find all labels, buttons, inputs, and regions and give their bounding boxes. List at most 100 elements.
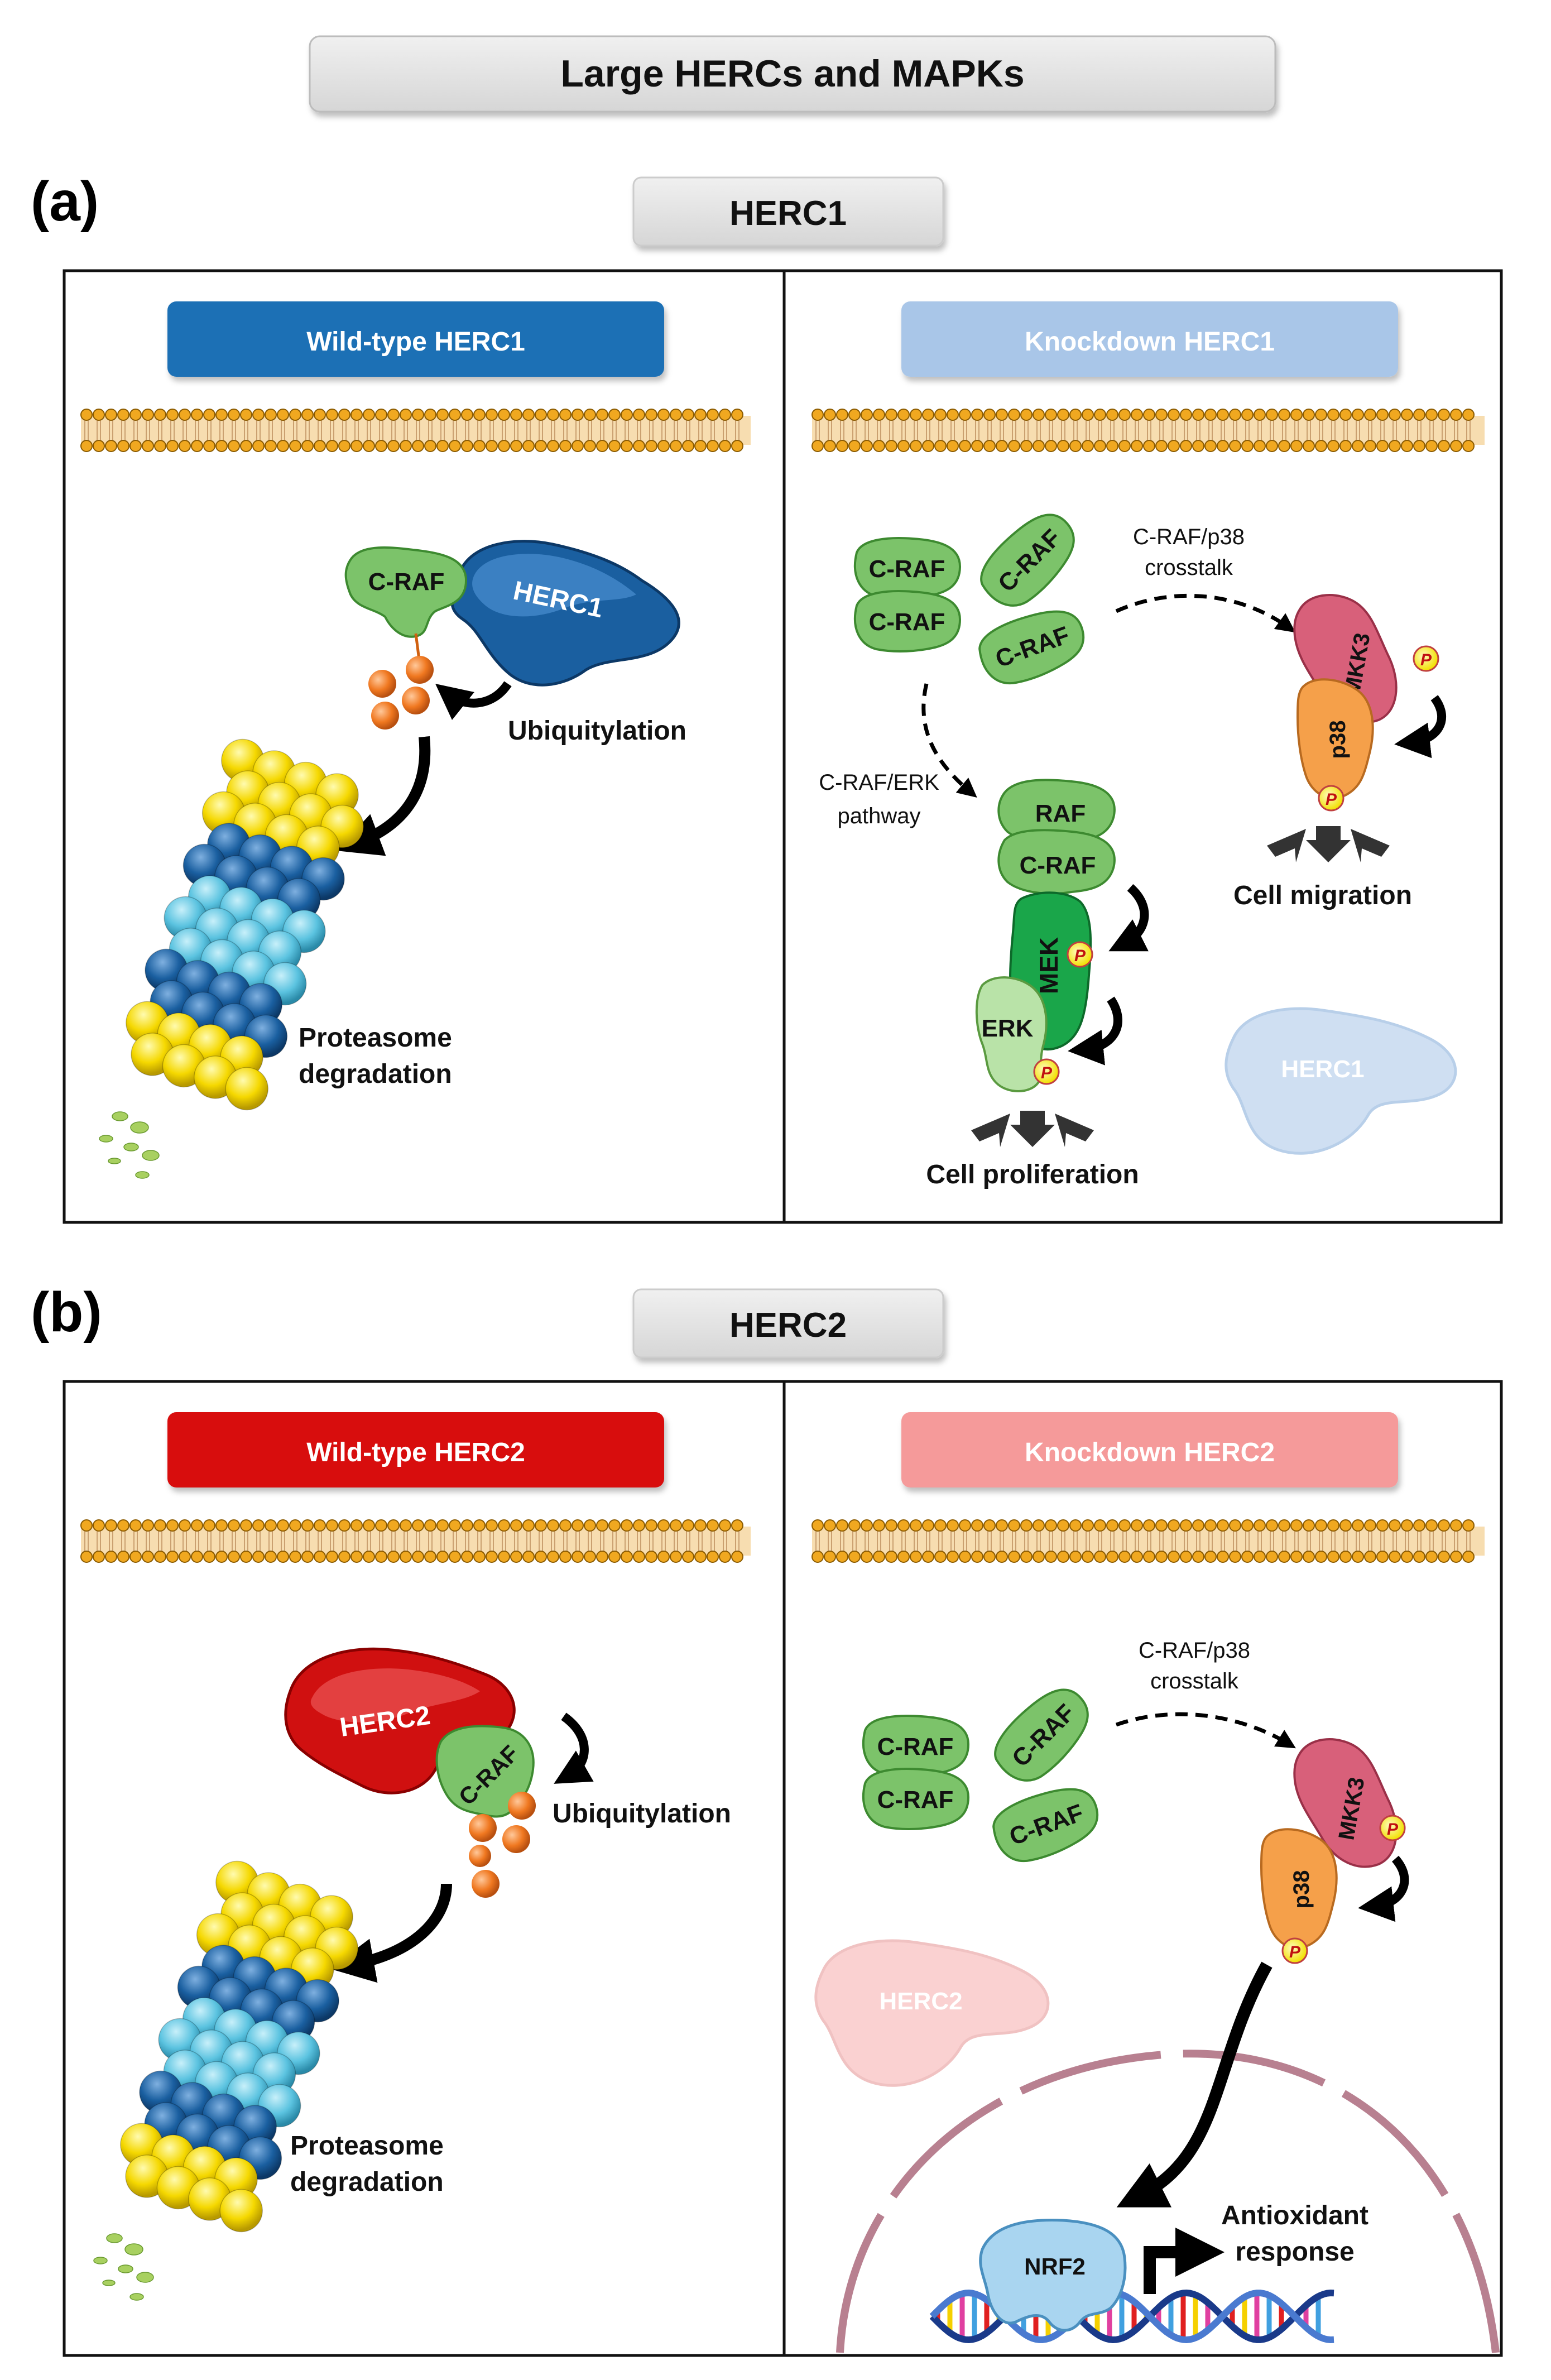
p38-text: p38 <box>1289 1870 1314 1909</box>
membrane-a-wild <box>80 409 751 452</box>
proteasome-text: Proteasome <box>290 2131 444 2161</box>
crosstalk-arrow <box>1115 1712 1296 1749</box>
ubiquitylation-text: Ubiquitylation <box>553 1799 731 1829</box>
herc2-faded-text: HERC2 <box>879 1988 962 2015</box>
proteasome-text: Proteasome <box>299 1023 452 1053</box>
phospho-text: P <box>1074 947 1086 965</box>
panel-a-letter: (a) <box>31 170 99 233</box>
c-raf-protein: C-RAF <box>862 1768 970 1830</box>
dna-helix <box>929 2289 1334 2344</box>
antioxidant-text: Antioxidant <box>1221 2201 1368 2230</box>
ubiquitylation-text: Ubiquitylation <box>508 716 686 746</box>
c-raf-protein: C-RAF <box>978 610 1085 685</box>
p38-protein: p38 <box>1260 1828 1338 1949</box>
phospho-p38: P <box>1281 1937 1308 1964</box>
herc1-faded-protein: HERC1 <box>1225 1007 1457 1155</box>
wild-herc1-label: Wild-type HERC1 <box>167 301 664 377</box>
phospho-text: P <box>1041 1064 1053 1082</box>
knock-herc2-label: Knockdown HERC2 <box>901 1412 1398 1488</box>
crosstalk-text-2: crosstalk <box>1145 555 1233 580</box>
wild-herc2-label-text: Wild-type HERC2 <box>306 1438 525 1467</box>
c-raf-protein: C-RAF <box>992 1788 1099 1863</box>
c-raf-text: C-RAF <box>1020 852 1096 879</box>
c-raf-protein: C-RAF <box>994 1688 1089 1782</box>
nrf2-text: NRF2 <box>1024 2253 1086 2280</box>
c-raf-protein: C-RAF <box>980 514 1075 607</box>
cell-proliferation-text: Cell proliferation <box>926 1160 1139 1189</box>
p38-activation-arrow <box>1394 695 1446 759</box>
crosstalk-text-2: crosstalk <box>1150 1669 1239 1693</box>
herc1-protein: HERC1 <box>450 540 680 687</box>
mek-text: MEK <box>1034 937 1063 994</box>
herc2-faded-protein: HERC2 <box>814 1939 1050 2087</box>
migration-arrows <box>1267 826 1390 862</box>
p38-text: p38 <box>1326 721 1350 759</box>
raf-protein: RAF <box>997 779 1116 844</box>
cell-migration-text: Cell migration <box>1233 881 1412 910</box>
c-raf-protein: C-RAF <box>862 1715 970 1777</box>
phospho-mkk3: P <box>1379 1815 1406 1841</box>
ubiquitylation-arrow <box>554 1712 594 1784</box>
ubiquitylation-arrow <box>435 681 512 720</box>
degradation-text: degradation <box>299 1059 452 1089</box>
nuclear-translocation-arrow <box>1116 1961 1273 2208</box>
panel-b-header-text: HERC2 <box>729 1306 847 1345</box>
pathway-text: C-RAF/ERK <box>819 770 939 795</box>
c-raf-protein: C-RAF <box>344 546 468 638</box>
proteasome <box>99 738 364 1179</box>
degradation-arrow <box>329 1883 452 1983</box>
degradation-text: degradation <box>290 2167 444 2197</box>
panel-b-header: HERC2 <box>632 1288 944 1359</box>
p38-activation-arrow <box>1358 1855 1409 1922</box>
herc2-protein: HERC2 <box>284 1647 516 1794</box>
panel-a-header: HERC1 <box>632 176 944 247</box>
c-raf-text: C-RAF <box>877 1733 954 1760</box>
phospho-erk: P <box>1033 1058 1060 1085</box>
c-raf-protein: C-RAF <box>997 829 1116 895</box>
c-raf-text: C-RAF <box>368 568 445 596</box>
membrane-a-knock <box>811 409 1485 452</box>
phospho-text: P <box>1326 790 1337 809</box>
proteasome <box>93 1860 358 2301</box>
nuclear-envelope <box>836 2050 1500 2353</box>
crosstalk-text: C-RAF/p38 <box>1133 525 1245 549</box>
c-raf-text: C-RAF <box>869 608 945 636</box>
pathway-text-2: pathway <box>838 804 921 828</box>
degradation-arrow <box>336 736 431 856</box>
phospho-text: P <box>1289 1943 1301 1961</box>
mkk3-protein: MKK3 <box>1293 1738 1398 1868</box>
mek-activation-arrow <box>1108 884 1149 952</box>
herc1-faded-text: HERC1 <box>1281 1055 1364 1083</box>
knock-herc2-label-text: Knockdown HERC2 <box>1025 1438 1275 1467</box>
erk-activation-arrow <box>1068 996 1122 1066</box>
erk-protein: ERK <box>975 976 1048 1092</box>
pathway-arrow <box>921 683 977 798</box>
wild-herc1-label-text: Wild-type HERC1 <box>306 327 525 357</box>
proliferation-arrows <box>971 1111 1094 1147</box>
phospho-text: P <box>1420 651 1432 669</box>
main-title: Large HERCs and MAPKs <box>309 35 1276 113</box>
panel-a-header-text: HERC1 <box>729 194 847 233</box>
membrane-b-knock <box>811 1519 1485 1563</box>
p38-protein: p38 <box>1296 678 1374 799</box>
panel-b-letter: (b) <box>31 1281 102 1343</box>
knock-herc1-label: Knockdown HERC1 <box>901 301 1398 377</box>
c-raf-protein: C-RAF <box>853 537 962 599</box>
response-text: response <box>1235 2237 1354 2267</box>
membrane-b-wild <box>80 1519 751 1563</box>
crosstalk-text: C-RAF/p38 <box>1139 1638 1250 1663</box>
c-raf-protein: C-RAF <box>853 590 962 652</box>
knock-herc1-label-text: Knockdown HERC1 <box>1025 327 1275 357</box>
raf-text: RAF <box>1035 800 1086 827</box>
c-raf-text: C-RAF <box>877 1786 954 1813</box>
crosstalk-arrow <box>1115 593 1296 633</box>
phospho-text: P <box>1387 1820 1399 1839</box>
wild-herc2-label: Wild-type HERC2 <box>167 1412 664 1488</box>
phospho-p38: P <box>1318 785 1344 812</box>
transcription-arrow <box>1144 2228 1225 2294</box>
ubiquitin-chain <box>368 633 434 730</box>
phospho-mek: P <box>1067 941 1093 968</box>
